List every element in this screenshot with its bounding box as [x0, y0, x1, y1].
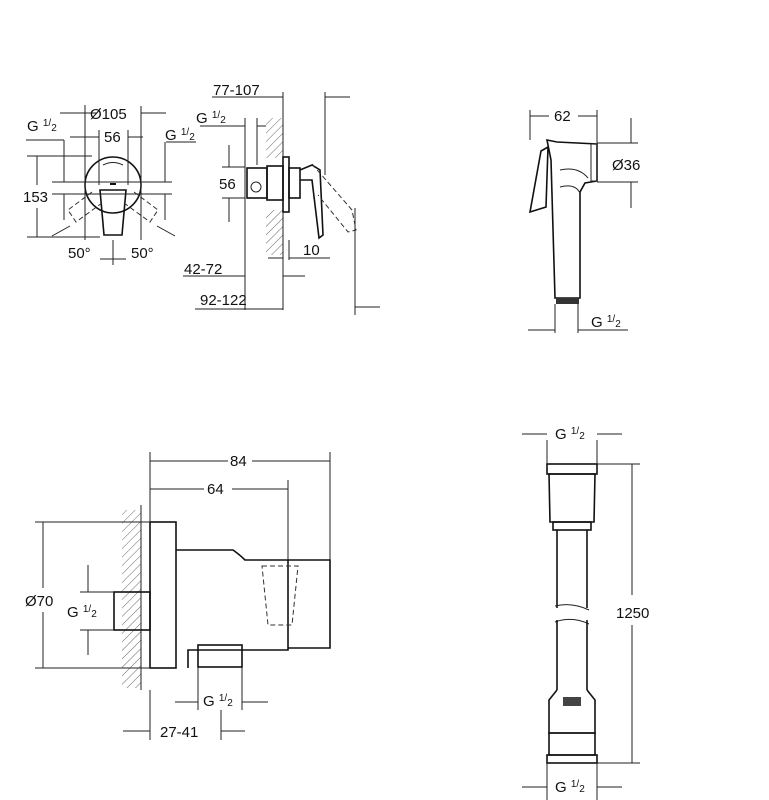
connector-height-label: 56	[219, 176, 236, 193]
depth-range-label: 77-107	[213, 82, 260, 99]
overall-depth-label: 84	[230, 453, 247, 470]
thread-label: G 1/2	[555, 779, 585, 796]
lever-offset-label: 10	[303, 242, 320, 259]
thread-label: G 1/2	[165, 127, 195, 144]
wall-range-b-label: 92-122	[200, 292, 247, 309]
thread-label: G 1/2	[27, 118, 57, 135]
diameter-105-label: Ø105	[90, 106, 127, 123]
mixer-front-view: Ø105 56 153 50° 50° G 1/2 G 1/2	[23, 105, 196, 265]
thread-label: G 1/2	[591, 314, 621, 331]
thread-label: G 1/2	[203, 693, 233, 710]
hand-shower-view: 62 Ø36 G 1/2	[528, 108, 640, 333]
height-153-label: 153	[23, 189, 48, 206]
shower-length-label: 62	[554, 108, 571, 125]
mixer-side-view: 77-107 56 10 42-72 92-122 G 1/2	[183, 82, 380, 315]
width-56-label: 56	[104, 129, 121, 146]
wall-hatch	[266, 118, 283, 158]
shower-diameter-label: Ø36	[612, 157, 640, 174]
inlet-range-label: 27-41	[160, 724, 198, 741]
thread-label: G 1/2	[196, 110, 226, 127]
thread-label: G 1/2	[555, 426, 585, 443]
brand-logo	[563, 697, 581, 706]
thread-label: G 1/2	[67, 604, 97, 621]
wall-hatch	[122, 510, 141, 688]
angle-right-label: 50°	[131, 245, 154, 262]
outlet-depth-label: 64	[207, 481, 224, 498]
wall-elbow-view: 84 64 Ø70 27-41 G 1/2 G 1/2	[25, 452, 331, 741]
hose-length-label: 1250	[616, 605, 649, 622]
hose-view: 1250 G 1/2 G 1/2	[522, 426, 649, 800]
rosette-diameter-label: Ø70	[25, 593, 53, 610]
wall-range-a-label: 42-72	[184, 261, 222, 278]
wall-hatch	[266, 210, 283, 255]
angle-left-label: 50°	[68, 245, 91, 262]
